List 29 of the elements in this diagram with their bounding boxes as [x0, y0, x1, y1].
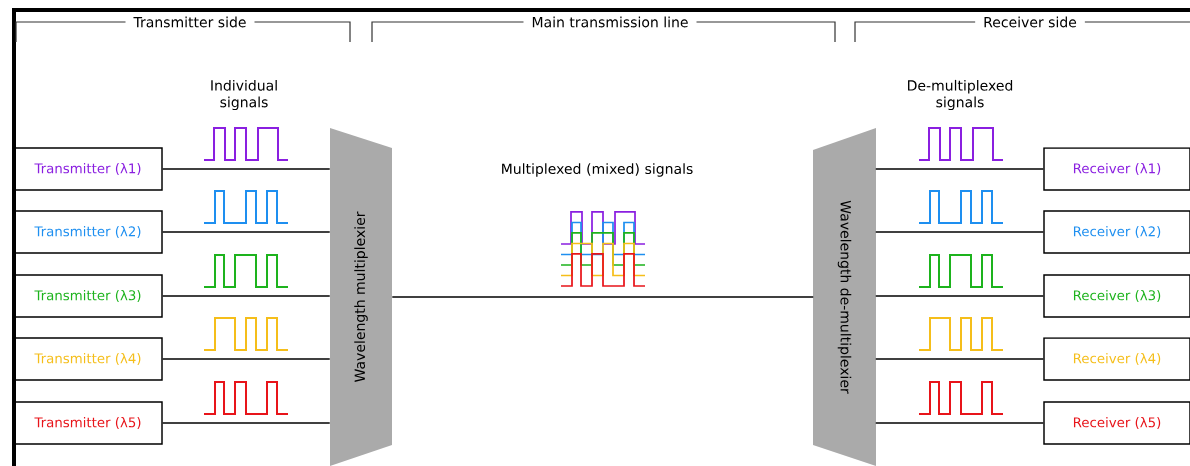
- transmitter-box: Transmitter (λ2): [13, 210, 163, 254]
- signal-caption: Individual signals: [211, 79, 277, 111]
- multiplexer-label: Wavelength multiplexier: [354, 211, 368, 382]
- receiver-box: Receiver (λ2): [1043, 210, 1190, 254]
- connector-line: [162, 231, 331, 233]
- connector-line: [162, 358, 331, 360]
- receiver-box: Receiver (λ4): [1043, 337, 1190, 381]
- receiver-box: Receiver (λ3): [1043, 274, 1190, 318]
- connector-line: [162, 422, 331, 424]
- section-heading: Transmitter side: [125, 15, 255, 29]
- connector-line: [875, 358, 1044, 360]
- connector-line: [875, 422, 1044, 424]
- transmitter-box: Transmitter (λ3): [13, 274, 163, 318]
- connector-line: [162, 168, 331, 170]
- connector-line: [875, 231, 1044, 233]
- receiver-box: Receiver (λ5): [1043, 401, 1190, 445]
- transmitter-box: Transmitter (λ4): [13, 337, 163, 381]
- transmitter-box: Transmitter (λ5): [13, 401, 163, 445]
- connector-line: [391, 296, 814, 298]
- demultiplexer-label: Wavelength de-multiplexier: [837, 200, 852, 394]
- transmitter-box: Transmitter (λ1): [13, 147, 163, 191]
- signal-caption: Multiplexed (mixed) signals: [502, 163, 693, 177]
- receiver-box: Receiver (λ1): [1043, 147, 1190, 191]
- connector-line: [875, 295, 1044, 297]
- connector-line: [875, 168, 1044, 170]
- section-heading: Receiver side: [975, 15, 1085, 29]
- signal-caption: De-multiplexed signals: [908, 79, 1013, 111]
- section-heading: Main transmission line: [523, 15, 697, 29]
- connector-line: [162, 295, 331, 297]
